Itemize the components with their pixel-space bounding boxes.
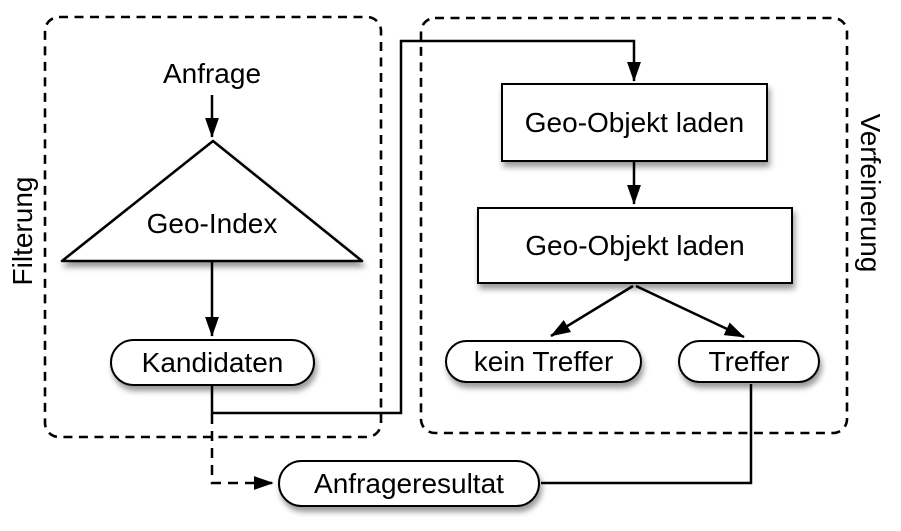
node-load-geo-object-1: Geo-Objekt laden [501,83,768,162]
line-treffer-to-anfrageresultat [541,384,753,485]
node-anfrageresultat: Anfrageresultat [278,460,540,507]
node-load-geo-object-1-label: Geo-Objekt laden [524,106,745,138]
region-label-filtering: Filterung [7,176,38,286]
arrow-load2-to-kein-treffer [550,284,634,338]
node-treffer: Treffer [678,340,820,383]
dashed-arrow-kandidaten-to-anfrageresultat [210,414,274,490]
node-kein-treffer-label: kein Treffer [473,345,614,377]
refinement-region-border [419,16,849,435]
node-anfrage: Anfrage [162,58,262,89]
arrow-kandidaten-to-load1 [210,39,641,415]
node-load-geo-object-2: Geo-Objekt laden [477,207,793,284]
geo-index-triangle [60,139,364,263]
arrow-load2-to-treffer [635,284,745,339]
node-geo-index-label: Geo-Index [146,208,278,239]
node-treffer-label: Treffer [708,345,790,377]
node-kandidaten-label: Kandidaten [141,346,284,378]
node-anfrageresultat-label: Anfrageresultat [314,467,504,499]
region-label-refinement: Verfeinerung [855,113,886,273]
node-kein-treffer: kein Treffer [445,340,642,383]
node-load-geo-object-2-label: Geo-Objekt laden [525,229,745,261]
node-kandidaten: Kandidaten [110,339,315,386]
